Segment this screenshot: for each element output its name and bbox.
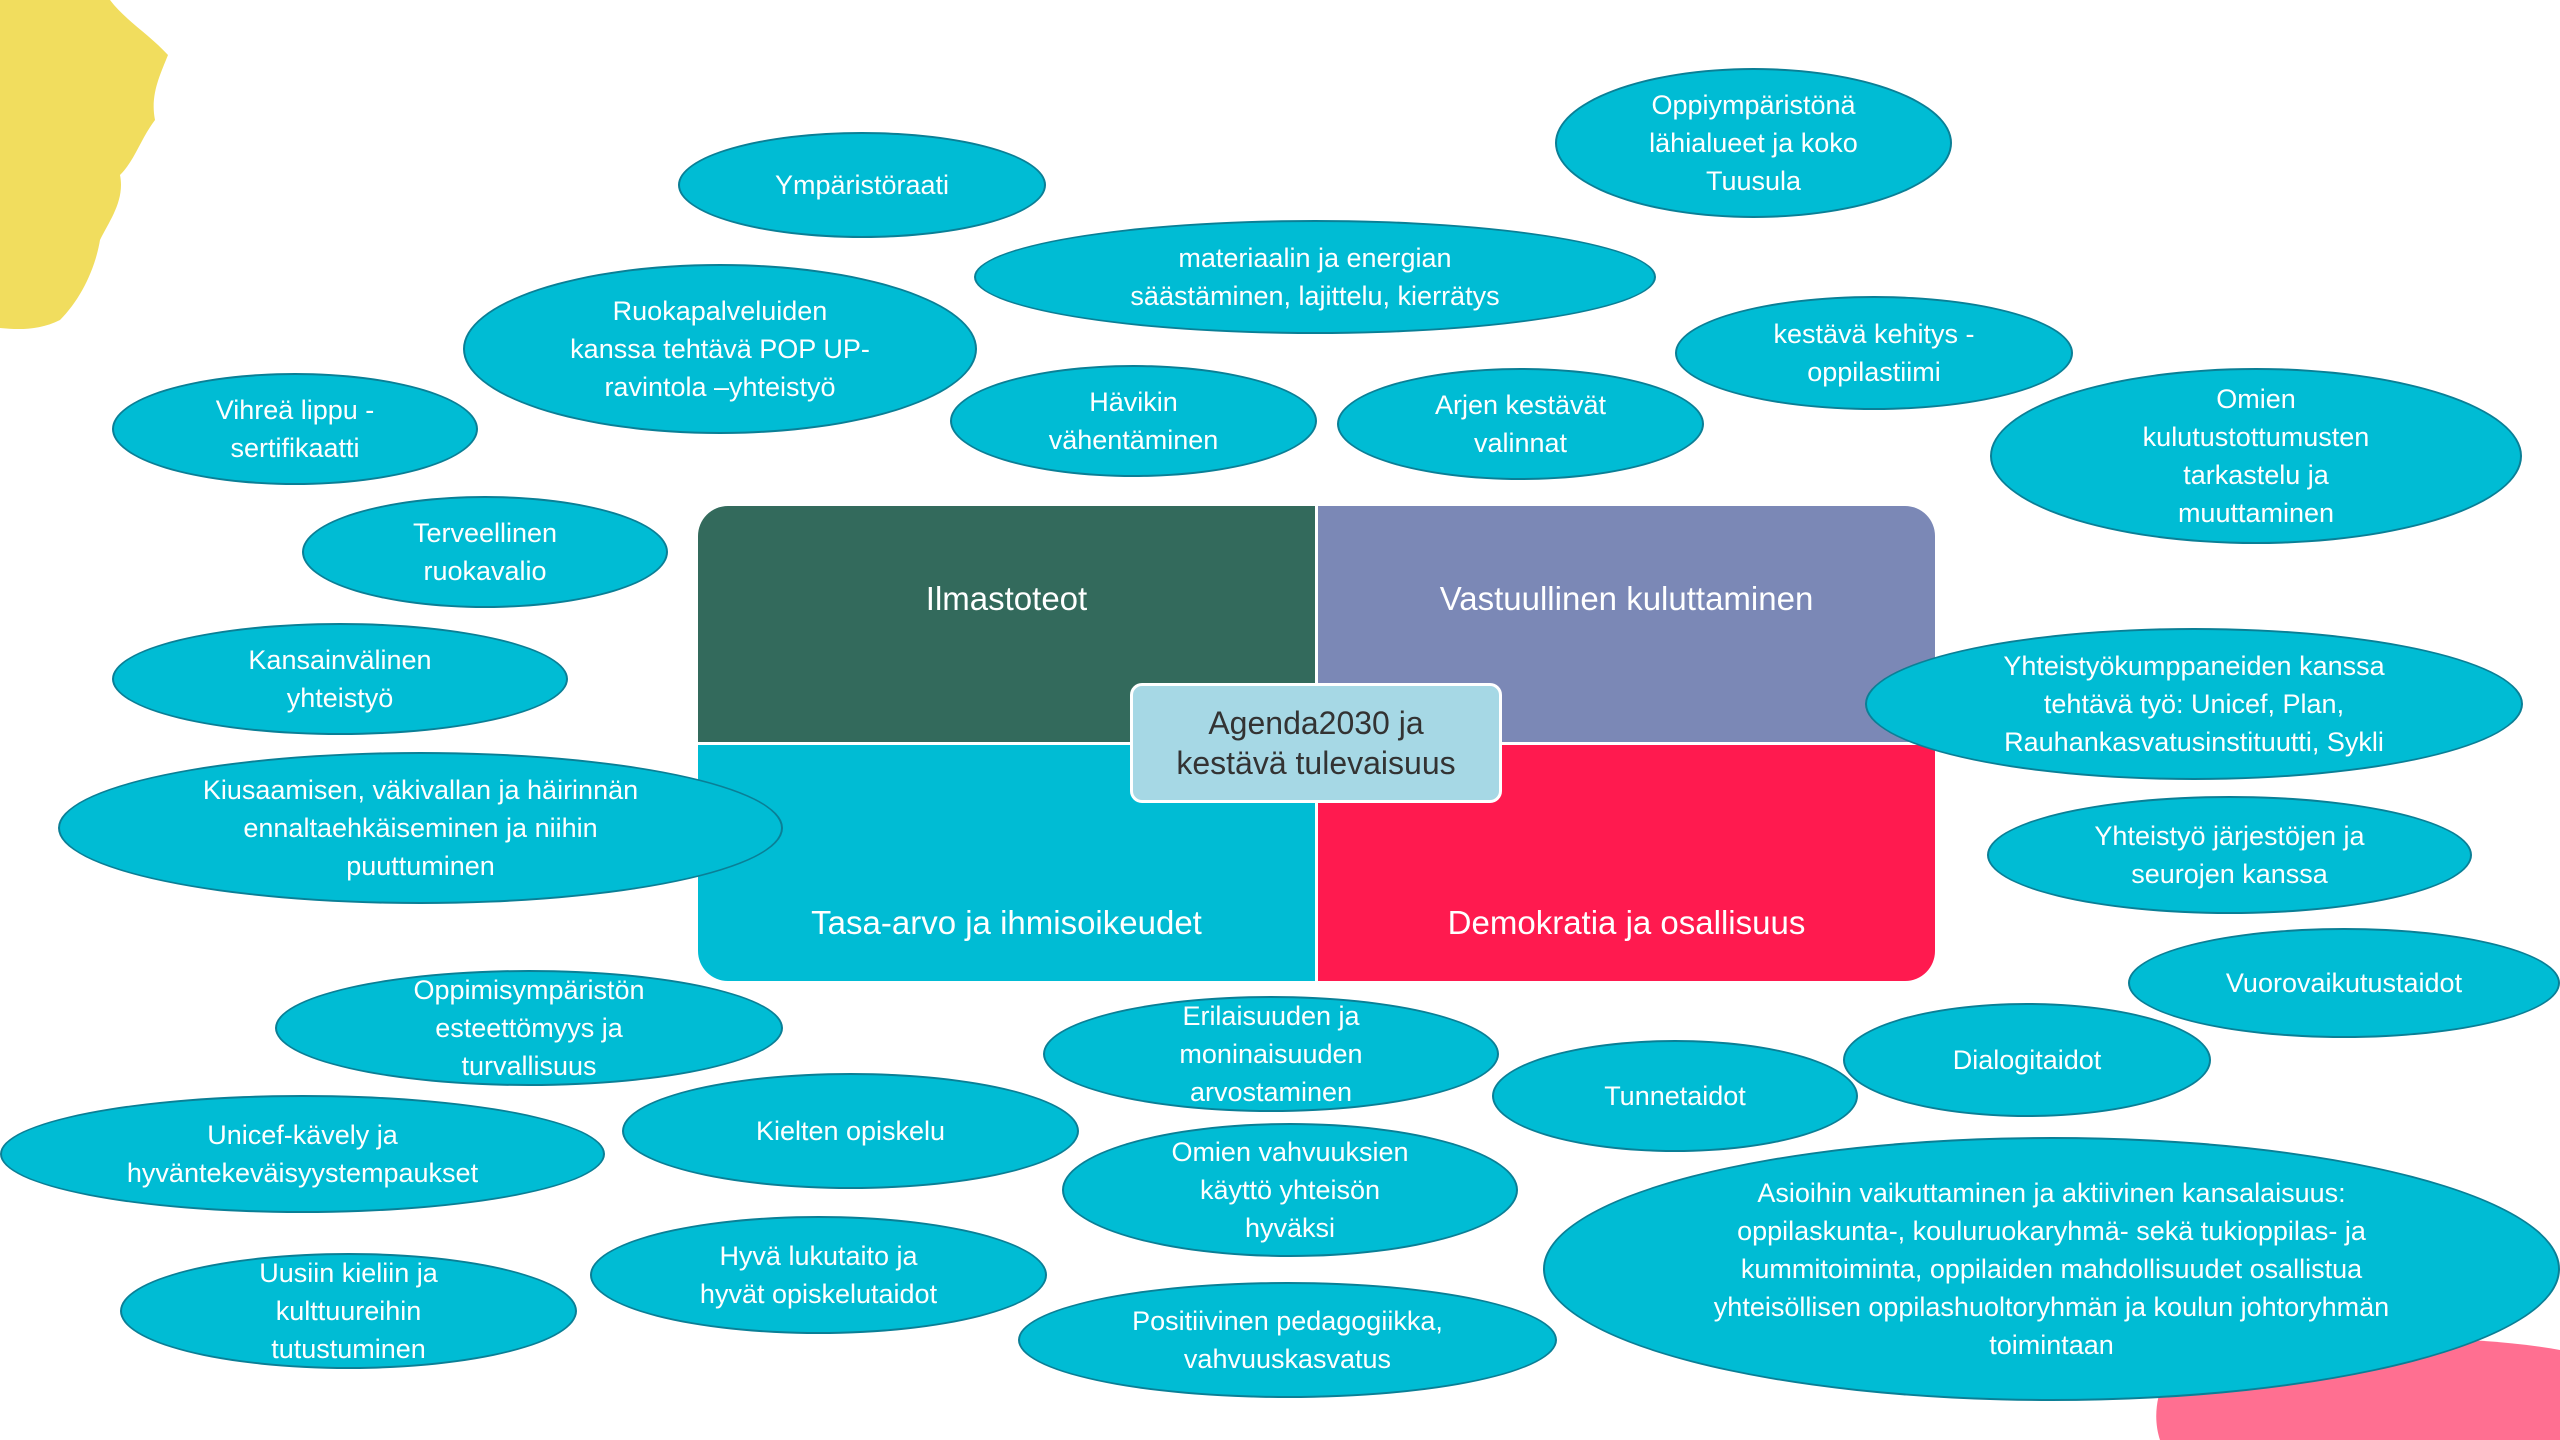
bubble-arjen-valinnat: Arjen kestävät valinnat (1337, 368, 1704, 480)
bubble-dialogi: Dialogitaidot (1843, 1003, 2211, 1117)
quadrant-democracy-label: Demokratia ja osallisuus (1447, 904, 1806, 941)
bubble-jarjestot: Yhteistyö järjestöjen ja seurojen kanssa (1987, 796, 2472, 914)
bubble-vaikuttaminen: Asioihin vaikuttaminen ja aktiivinen kan… (1543, 1137, 2560, 1401)
bubble-oppiymparisto: Oppiympäristönä lähialueet ja koko Tuusu… (1555, 68, 1952, 218)
bubble-kansainvalinen: Kansainvälinen yhteistyö (112, 623, 568, 735)
bubble-kestava-tiimi: kestävä kehitys - oppilastiimi (1675, 296, 2073, 410)
bubble-pedagogiikka: Positiivinen pedagogiikka, vahvuuskasvat… (1018, 1282, 1557, 1398)
bubble-materiaali: materiaalin ja energian säästäminen, laj… (974, 220, 1656, 334)
bubble-lukutaito: Hyvä lukutaito ja hyvät opiskelutaidot (590, 1216, 1047, 1334)
bubble-vahvuudet: Omien vahvuuksien käyttö yhteisön hyväks… (1062, 1123, 1518, 1257)
bubble-kiusaaminen: Kiusaamisen, väkivallan ja häirinnän enn… (58, 752, 783, 904)
bubble-tunnetaidot: Tunnetaidot (1492, 1040, 1858, 1152)
bubble-vuorovaikutus: Vuorovaikutustaidot (2128, 928, 2560, 1038)
quadrant-consumption-label: Vastuullinen kuluttaminen (1439, 580, 1814, 617)
yellow-head-silhouette (0, 0, 168, 330)
bubble-yhteistyokumppanit: Yhteistyökumppaneiden kanssa tehtävä työ… (1865, 628, 2523, 780)
bubble-erilaisuus: Erilaisuuden ja moninaisuuden arvostamin… (1043, 996, 1499, 1112)
bubble-kielet: Kielten opiskelu (622, 1073, 1079, 1189)
bubble-ymparistoraati: Ympäristöraati (678, 132, 1046, 238)
bubble-ruokapalvelut: Ruokapalveluiden kanssa tehtävä POP UP- … (463, 264, 977, 434)
center-label: Agenda2030 ja kestävä tulevaisuus (1176, 705, 1456, 781)
quadrant-equality-label: Tasa-arvo ja ihmisoikeudet (811, 904, 1202, 941)
bubble-esteettomyys: Oppimisympäristön esteettömyys ja turval… (275, 970, 783, 1086)
bubble-ruokavalio: Terveellinen ruokavalio (302, 496, 668, 608)
bubble-havikki: Hävikin vähentäminen (950, 365, 1317, 477)
bubble-vihrea-lippu: Vihreä lippu - sertifikaatti (112, 373, 478, 485)
center-agenda-box: Agenda2030 ja kestävä tulevaisuus (1130, 683, 1502, 803)
bubble-kulutustottumukset: Omien kulutustottumusten tarkastelu ja m… (1990, 368, 2522, 544)
bubble-uudet-kielet: Uusiin kieliin ja kulttuureihin tutustum… (120, 1253, 577, 1369)
quadrant-climate-label: Ilmastoteot (925, 580, 1088, 617)
bubble-unicef-kavely: Unicef-kävely ja hyväntekeväisyystempauk… (0, 1095, 605, 1213)
